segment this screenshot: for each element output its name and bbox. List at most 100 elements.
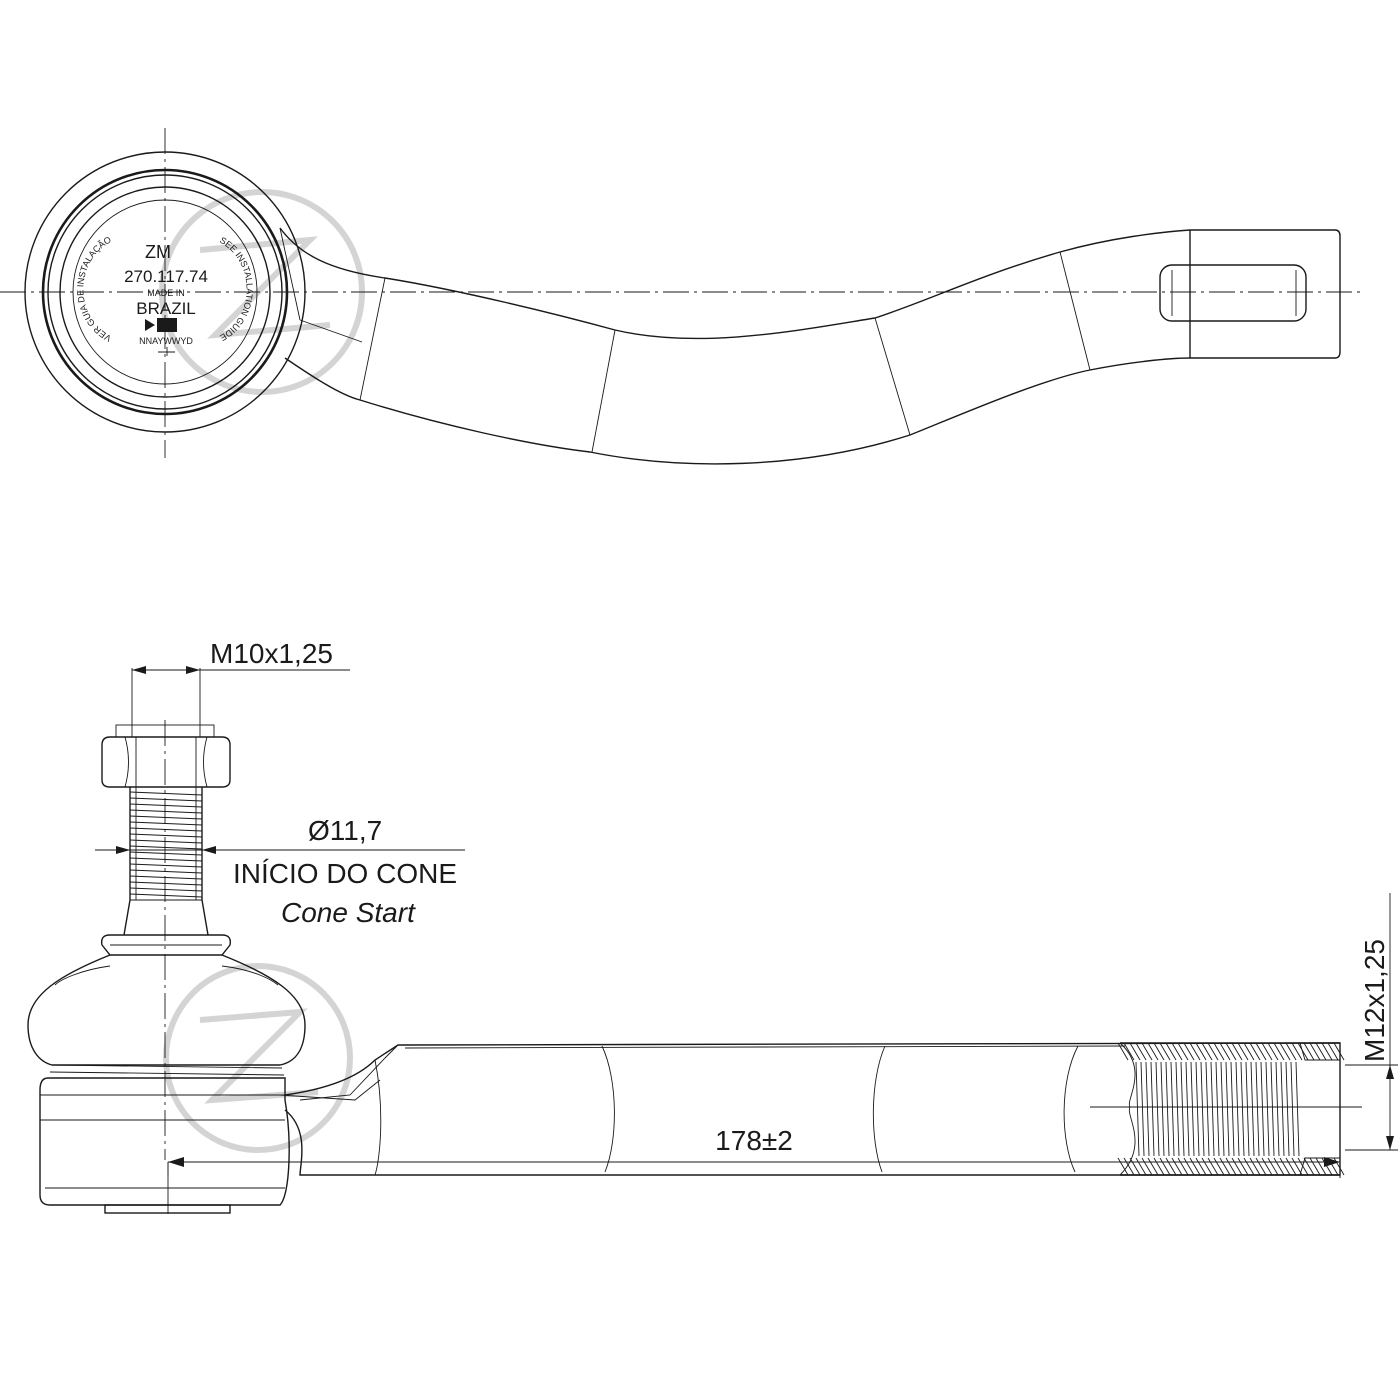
thread-line: [1219, 1157, 1231, 1176]
arm-shoulder-line-2: [299, 319, 363, 343]
thread-line: [1183, 1157, 1195, 1176]
thread-line: [1250, 1061, 1255, 1157]
thread-line: [1290, 1061, 1295, 1157]
housing-boot-circle: [41, 168, 289, 416]
part-stamp: ZM 270.117.74 MADE IN BRAZIL NNAYWWYD VE…: [75, 234, 255, 356]
thread-line: [1171, 1157, 1183, 1176]
thread-line: [1237, 1157, 1249, 1176]
thread-relief-bottom: [1299, 1157, 1340, 1176]
thread-line: [1270, 1061, 1275, 1157]
thread-line: [1285, 1157, 1297, 1176]
thread-line: [1165, 1157, 1177, 1176]
arrow-head: [1386, 1065, 1394, 1079]
boot-fold: [54, 965, 279, 986]
side-view: M10x1,25 Ø11,7 INÍCIO DO CONE Cone Start…: [27, 638, 1398, 1214]
thread-line: [1285, 1042, 1297, 1061]
dim-overall-length: 178±2: [167, 1125, 1341, 1214]
dim-cone-diameter-label: Ø11,7: [308, 815, 382, 846]
thread-line: [1231, 1042, 1243, 1061]
stamp-mark-icon: [158, 347, 175, 356]
dim-cone-diameter: Ø11,7 INÍCIO DO CONE Cone Start: [95, 815, 465, 928]
thread-line: [1207, 1042, 1219, 1061]
thread-line: [1205, 1061, 1210, 1157]
stamp-date-code: NNAYWWYD: [139, 336, 193, 346]
thread-line: [1321, 1042, 1333, 1061]
thread-line: [1159, 1157, 1171, 1176]
threaded-end-bore: [1119, 1042, 1136, 1176]
internal-thread-lines: [1135, 1061, 1300, 1157]
thread-line: [1190, 1061, 1195, 1157]
thread-line: [1220, 1061, 1225, 1157]
thread-line: [1177, 1157, 1189, 1176]
thread-line: [129, 869, 203, 874]
thread-line: [1117, 1042, 1129, 1061]
thread-line: [1123, 1042, 1135, 1061]
dim-cone-label-en: Cone Start: [281, 897, 416, 928]
thread-line: [1219, 1042, 1231, 1061]
section-line-4: [1059, 251, 1091, 371]
thread-line: [1195, 1157, 1207, 1176]
thread-line: [1200, 1061, 1205, 1157]
thread-line: [1273, 1042, 1285, 1061]
thread-line: [129, 881, 203, 886]
thread-line: [1175, 1061, 1180, 1157]
thread-line: [1261, 1157, 1273, 1176]
thread-line: [1207, 1157, 1219, 1176]
thread-line: [1171, 1042, 1183, 1061]
stamp-country: BRAZIL: [136, 299, 196, 318]
thread-line: [1321, 1157, 1333, 1176]
arm-flat-1-right: [872, 1045, 886, 1173]
dim-stud-thread: M10x1,25: [131, 638, 350, 737]
thread-line: [1225, 1042, 1237, 1061]
thread-line: [1147, 1157, 1159, 1176]
thread-line: [1249, 1042, 1261, 1061]
arrow-head: [1386, 1136, 1394, 1150]
thread-line: [129, 863, 203, 868]
thread-line: [129, 809, 203, 814]
thread-line: [1315, 1042, 1327, 1061]
dim-end-thread-label: M12x1,25: [1359, 939, 1390, 1062]
thread-line: [129, 875, 203, 880]
thread-line: [1327, 1042, 1339, 1061]
stamp-brand: ZM: [145, 242, 171, 262]
stud-cone: [123, 899, 209, 936]
thread-line: [1280, 1061, 1285, 1157]
thread-line: [1195, 1042, 1207, 1061]
wrench-slot: [1159, 264, 1307, 322]
housing-outer-circle: [24, 151, 306, 433]
thread-line: [1315, 1157, 1327, 1176]
nut-chamfer-right: [203, 736, 208, 788]
thread-line: [1201, 1042, 1213, 1061]
thread-line: [1230, 1061, 1235, 1157]
housing-inner-circle: [59, 186, 271, 398]
thread-line: [1265, 1061, 1270, 1157]
thread-line: [1260, 1061, 1265, 1157]
thread-line: [1195, 1061, 1200, 1157]
arm-flat-1-left: [601, 1045, 615, 1173]
thread-line: [1273, 1157, 1285, 1176]
thread-line: [129, 893, 203, 898]
arm-outline-lower: [284, 357, 1335, 465]
thread-line: [1291, 1042, 1303, 1061]
thread-line: [1185, 1061, 1190, 1157]
thread-line: [1295, 1061, 1300, 1157]
thread-line: [1141, 1157, 1153, 1176]
section-line-3: [874, 317, 911, 436]
arrow-head: [116, 846, 130, 854]
section-line-1: [359, 277, 386, 401]
thread-line: [129, 827, 203, 832]
thread-line: [1225, 1157, 1237, 1176]
thread-line: [1279, 1157, 1291, 1176]
thread-line: [1275, 1061, 1280, 1157]
arrow-head: [132, 666, 146, 674]
thread-line: [1279, 1042, 1291, 1061]
thread-line: [1150, 1061, 1155, 1157]
threaded-end-outline: [1120, 1042, 1341, 1176]
watermark-logo-bottom: [163, 963, 353, 1153]
thread-line: [1237, 1042, 1249, 1061]
thread-line: [129, 791, 203, 796]
thread-line: [1291, 1157, 1303, 1176]
section-line-2: [591, 329, 616, 453]
nut-body: [101, 736, 231, 788]
